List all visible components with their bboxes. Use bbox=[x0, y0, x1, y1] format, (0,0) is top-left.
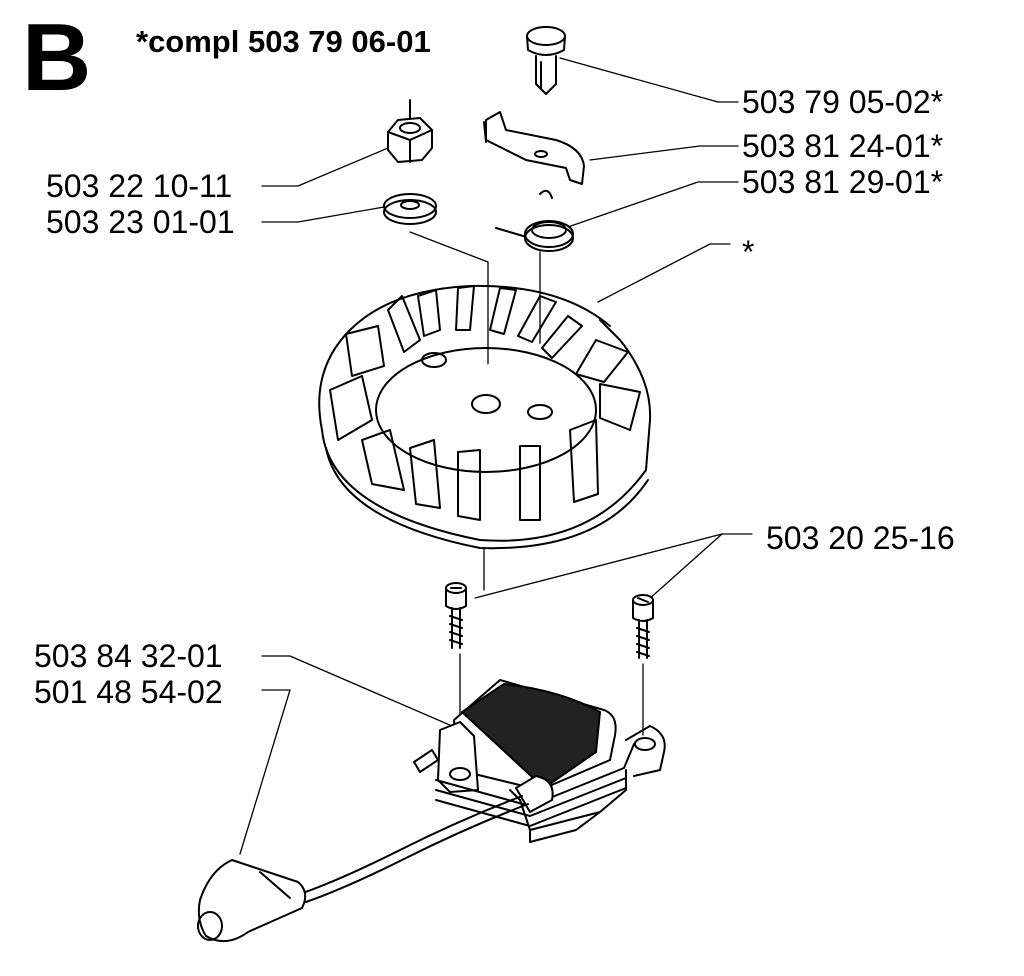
spark-plug-cap-part bbox=[197, 795, 529, 943]
part-label-spark-plug-cap: 501 48 54-02 bbox=[34, 674, 223, 710]
screw-left-part bbox=[445, 582, 467, 649]
pawl-part bbox=[483, 111, 585, 185]
part-label-ignition-module: 503 84 32-01 bbox=[34, 638, 223, 674]
part-label-screws: 503 20 25-16 bbox=[766, 520, 955, 556]
part-label-washer: 503 23 01-01 bbox=[46, 204, 235, 240]
flywheel-fins bbox=[329, 285, 641, 521]
part-label-flywheel: * bbox=[742, 234, 755, 270]
screw-right-part bbox=[632, 594, 654, 659]
part-label-pin: 503 79 05-02* bbox=[742, 84, 944, 120]
ignition-module-part bbox=[413, 679, 666, 843]
washer-part bbox=[383, 193, 437, 225]
section-letter: B bbox=[22, 4, 92, 111]
part-label-spring: 503 81 29-01* bbox=[742, 164, 944, 200]
kit-number-label: *compl 503 79 06-01 bbox=[136, 24, 431, 59]
pin-part bbox=[526, 26, 566, 95]
part-label-pawl: 503 81 24-01* bbox=[742, 128, 944, 164]
part-label-nut: 503 22 10-11 bbox=[46, 168, 233, 204]
nut-part bbox=[387, 99, 433, 163]
flywheel-part bbox=[318, 284, 652, 550]
leader-lines bbox=[239, 57, 753, 855]
spring-part bbox=[495, 189, 574, 252]
